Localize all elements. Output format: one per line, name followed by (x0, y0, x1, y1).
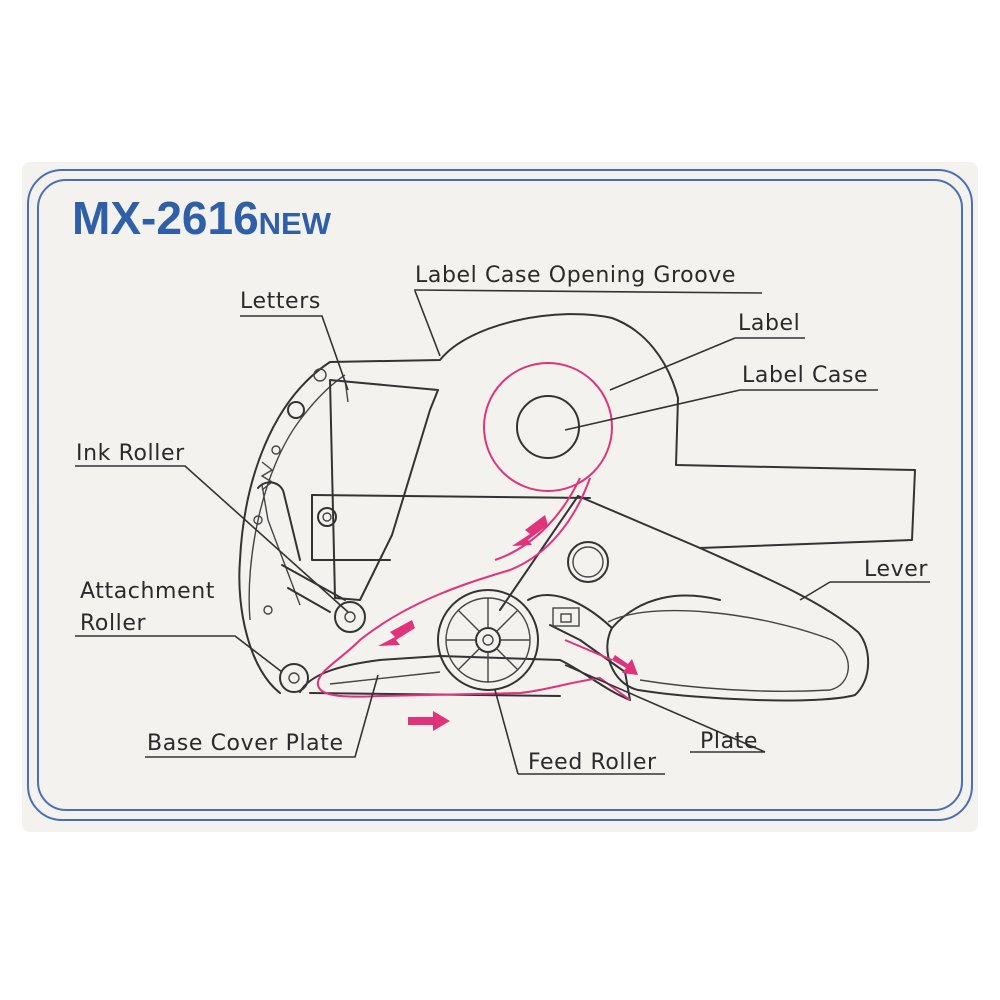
model-number: MX-2616 (72, 192, 259, 244)
model-title: MX-2616NEW (72, 192, 332, 244)
model-suffix: NEW (259, 206, 332, 241)
ink-roller-arm (287, 587, 331, 613)
lever-label: Lever (864, 557, 928, 582)
feed-arrow-4 (612, 655, 638, 675)
outer-frame (27, 169, 973, 821)
feed-roller (437, 589, 539, 691)
body-outline (238, 313, 916, 694)
label-label: Label (738, 311, 800, 336)
plate-label: Plate (700, 729, 758, 754)
label-path (316, 362, 638, 731)
attachment-roller-label-line2: Roller (80, 611, 147, 636)
feed-arrow-2 (378, 620, 415, 646)
letters-label: Letters (240, 289, 321, 314)
label-case-opening-groove-label: Label Case Opening Groove (415, 263, 736, 288)
labeler-body (238, 313, 916, 702)
label-case-label: Label Case (742, 363, 868, 388)
feed-arrow-1 (512, 515, 548, 546)
feed-roller-label: Feed Roller (528, 750, 657, 775)
base-cover-plate-label: Base Cover Plate (147, 731, 344, 756)
leader-lines (75, 289, 930, 775)
label-roll (483, 362, 613, 492)
ink-roller-label: Ink Roller (76, 441, 185, 466)
attachment-roller-label-line1: Attachment (80, 579, 215, 604)
ink-roller (334, 601, 366, 633)
feed-arrow-3 (408, 711, 450, 731)
inner-frame (37, 179, 963, 811)
letters-block (329, 379, 439, 601)
attachment-roller (279, 663, 309, 693)
